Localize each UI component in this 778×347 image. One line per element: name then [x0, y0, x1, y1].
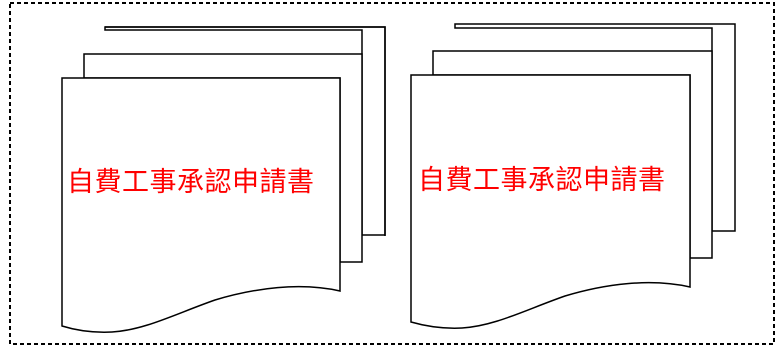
document-stack-left: [61, 26, 386, 333]
dashed-frame: [9, 2, 775, 345]
stacked-page-front: [410, 74, 691, 329]
document-title-right: 自費工事承認申請書: [418, 165, 666, 196]
stacked-page-front: [61, 77, 341, 333]
document-title-left: 自費工事承認申請書: [67, 167, 315, 198]
stacked-page-back-frame: [105, 26, 386, 236]
document-stack-right: [410, 23, 736, 329]
